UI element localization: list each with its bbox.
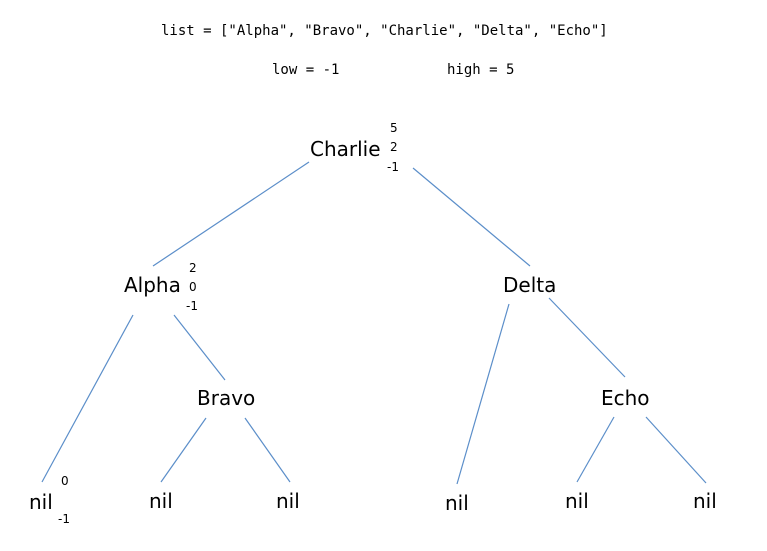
nil-annotation-mid: 0 bbox=[61, 474, 69, 488]
edge-charlie-delta bbox=[412, 167, 531, 267]
node-nil: nil bbox=[149, 489, 173, 513]
edge-delta-nil bbox=[456, 303, 510, 485]
edge-alpha-bravo bbox=[173, 314, 226, 381]
alpha-annotation-low: -1 bbox=[186, 299, 198, 313]
charlie-annotation-low: -1 bbox=[387, 160, 399, 174]
node-nil: nil bbox=[693, 489, 717, 513]
alpha-annotation-mid: 0 bbox=[189, 280, 197, 294]
edge-echo-nil-left bbox=[576, 416, 615, 483]
node-alpha: Alpha bbox=[124, 273, 181, 297]
low-value: low = -1 bbox=[272, 62, 340, 78]
edge-delta-echo bbox=[548, 297, 626, 378]
node-echo: Echo bbox=[601, 386, 650, 410]
node-nil: nil bbox=[565, 489, 589, 513]
edge-charlie-alpha bbox=[152, 161, 310, 267]
node-delta: Delta bbox=[503, 273, 557, 297]
edge-alpha-nil bbox=[41, 314, 134, 483]
node-nil: nil bbox=[276, 489, 300, 513]
alpha-annotation-high: 2 bbox=[189, 261, 197, 275]
high-value: high = 5 bbox=[447, 62, 515, 78]
edge-echo-nil-right bbox=[645, 416, 707, 484]
charlie-annotation-mid: 2 bbox=[390, 140, 398, 154]
node-charlie: Charlie bbox=[310, 137, 381, 161]
node-nil: nil bbox=[445, 491, 469, 515]
edge-bravo-nil-right bbox=[244, 417, 291, 483]
list-definition: list = ["Alpha", "Bravo", "Charlie", "De… bbox=[161, 23, 608, 39]
node-nil: nil bbox=[29, 490, 53, 514]
node-bravo: Bravo bbox=[197, 386, 256, 410]
edge-bravo-nil-left bbox=[160, 417, 207, 483]
charlie-annotation-high: 5 bbox=[390, 121, 398, 135]
nil-annotation-low: -1 bbox=[58, 512, 70, 526]
